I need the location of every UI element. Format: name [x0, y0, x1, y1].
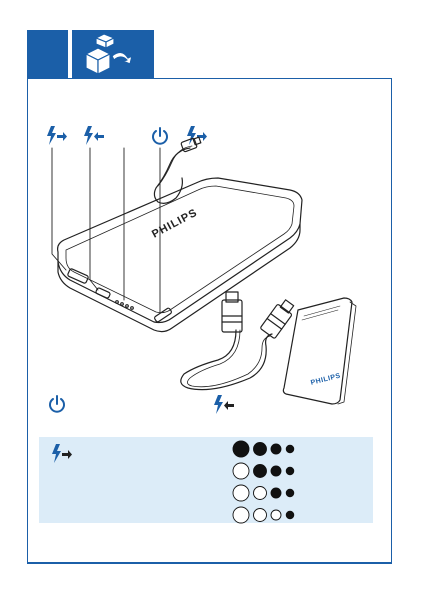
led-lit: [233, 441, 249, 457]
micro-usb-plug: [260, 304, 292, 339]
led-off: [254, 487, 267, 500]
led-lit: [286, 467, 294, 475]
battery-indicator-panel: [39, 437, 373, 523]
led-off: [233, 463, 249, 479]
led-lit: [271, 488, 281, 498]
led-lit: [271, 466, 281, 476]
led-dot-4: [131, 307, 134, 310]
led-lit: [286, 445, 294, 453]
led-lit: [254, 443, 267, 456]
led-off: [233, 507, 249, 523]
device-top-face: [58, 178, 302, 323]
led-lit: [286, 511, 294, 519]
panel-usb-output-icon: [49, 443, 75, 465]
led-lit: [271, 444, 281, 454]
led-off: [271, 510, 281, 520]
led-off: [254, 509, 267, 522]
legend-power-icon: [47, 394, 67, 414]
led-dot-2: [121, 303, 124, 306]
user-manual: [283, 298, 352, 404]
power-bank-illustration: [0, 0, 421, 420]
led-lit: [286, 489, 294, 497]
led-lit: [254, 465, 267, 478]
legend-usb-input-icon: [211, 394, 235, 416]
led-off: [233, 485, 249, 501]
bottom-rule: [27, 562, 392, 563]
led-dot-3: [126, 305, 129, 308]
usb-cable-loop: [181, 330, 272, 390]
usb-a-port: [67, 268, 89, 283]
led-indicator-grid: [227, 437, 347, 523]
led-dot-1: [116, 301, 119, 304]
